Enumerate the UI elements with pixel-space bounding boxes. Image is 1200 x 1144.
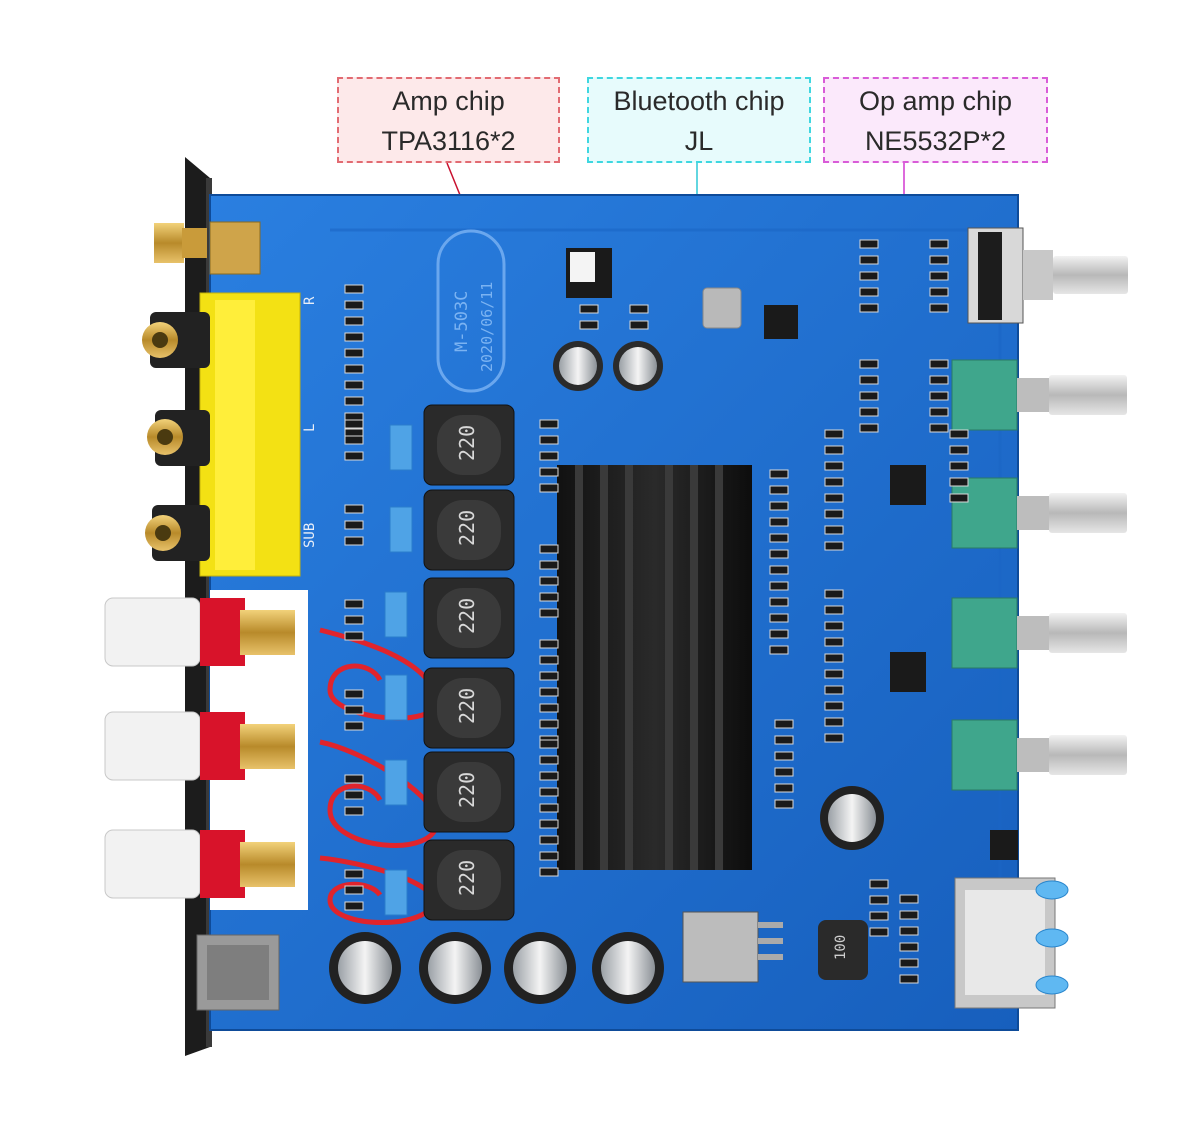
callout-amp-chip: Amp chip TPA3116*2	[337, 77, 560, 163]
svg-text:220: 220	[455, 860, 479, 896]
svg-text:SUB: SUB	[302, 523, 318, 548]
bottom-electrolytic-caps	[329, 786, 884, 1004]
binding-posts	[104, 597, 295, 899]
inductor-4: 220	[423, 667, 515, 749]
potentiometer-3	[951, 597, 1127, 669]
callout-opamp-title: Op amp chip	[858, 86, 1013, 116]
top-electrolytic-caps	[553, 341, 663, 391]
callout-amp-title: Amp chip	[392, 86, 505, 116]
smd-components	[344, 239, 969, 984]
inductor-5: 220	[423, 751, 515, 833]
date-silkscreen: 2020/06/11	[478, 282, 496, 372]
svg-text:220: 220	[455, 772, 479, 808]
inductor-1: 220	[423, 404, 515, 486]
svg-text:R: R	[302, 296, 318, 305]
inductor-l7: 100	[818, 920, 868, 980]
bluetooth-chip	[702, 287, 798, 339]
svg-text:220: 220	[455, 598, 479, 634]
svg-text:L: L	[302, 424, 318, 432]
heatsink	[557, 465, 752, 870]
model-silkscreen: M-503C	[452, 291, 472, 352]
callout-amp-part: TPA3116*2	[381, 126, 516, 156]
model-oval: M-503C 2020/06/11	[436, 229, 506, 393]
ir-receiver	[990, 830, 1018, 860]
regulator-u16	[566, 248, 612, 298]
inductor-2: 220	[423, 489, 515, 571]
film-capacitors	[384, 424, 413, 916]
callout-bluetooth-chip: Bluetooth chip JL	[587, 77, 811, 163]
inductors: 220 220 220 220 220 220	[423, 404, 515, 921]
callout-opamp-part: NE5532P*2	[864, 126, 1007, 156]
potentiometer-1	[951, 359, 1127, 431]
callout-bluetooth-part: JL	[684, 126, 714, 156]
callout-bluetooth-title: Bluetooth chip	[613, 86, 785, 116]
regulator-u10	[682, 911, 783, 983]
opamp-chips	[890, 465, 926, 692]
svg-text:220: 220	[455, 688, 479, 724]
potentiometers	[951, 359, 1127, 791]
potentiometer-4	[951, 719, 1127, 791]
svg-text:220: 220	[455, 425, 479, 461]
inductor-3: 220	[423, 577, 515, 659]
svg-text:100: 100	[833, 935, 849, 960]
rca-jacks	[142, 292, 301, 577]
rotary-encoder	[967, 227, 1128, 324]
callout-opamp-chip: Op amp chip NE5532P*2	[823, 77, 1048, 163]
potentiometer-2	[951, 477, 1127, 549]
antenna-connector	[154, 221, 261, 275]
svg-text:220: 220	[455, 510, 479, 546]
blue-leds	[1035, 880, 1069, 995]
power-connector	[196, 934, 280, 1011]
inductor-6: 220	[423, 839, 515, 921]
